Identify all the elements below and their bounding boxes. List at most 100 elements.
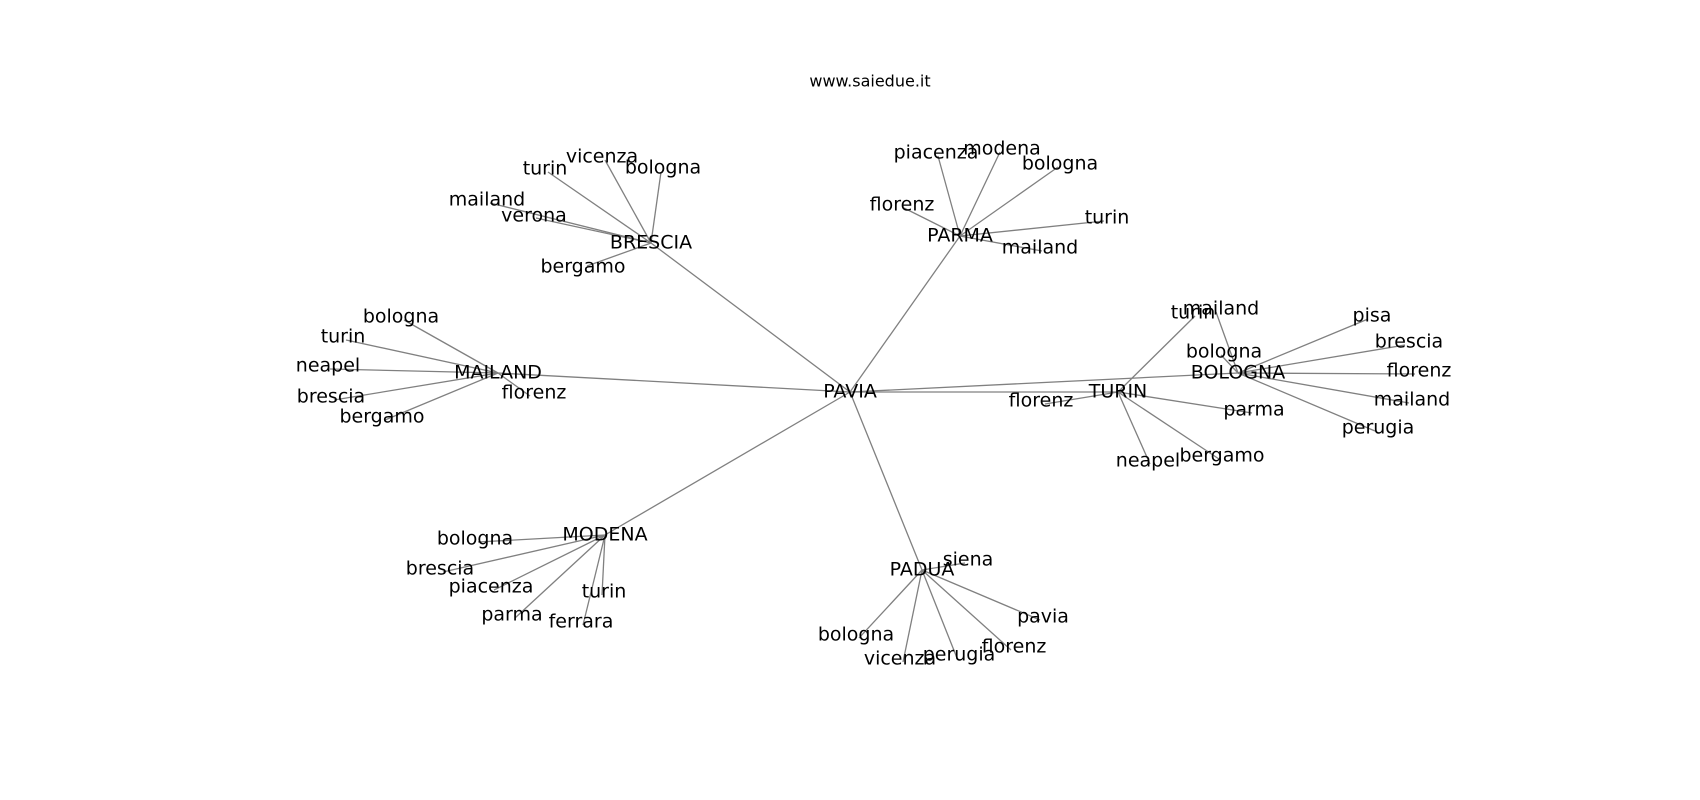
node-leaf-parma-florenz: florenz bbox=[870, 194, 935, 216]
edge-mailand-turin bbox=[345, 339, 499, 374]
node-hub-parma: PARMA bbox=[927, 225, 993, 247]
edge-mailand-neapel bbox=[329, 368, 499, 374]
edge-root-padua bbox=[849, 391, 923, 571]
node-leaf-brescia-mailand: mailand bbox=[449, 189, 525, 211]
node-leaf-mailand-neapel: neapel bbox=[296, 355, 360, 377]
edge-padua-perugia bbox=[921, 569, 958, 659]
node-leaf-turin-bergamo: bergamo bbox=[1179, 445, 1264, 467]
edge-modena-parma bbox=[514, 534, 606, 619]
node-leaf-parma-turin: turin bbox=[1085, 207, 1130, 229]
edge-mailand-bergamo bbox=[384, 372, 499, 421]
edge-root-mailand bbox=[497, 372, 851, 393]
node-leaf-parma-piacenza: piacenza bbox=[894, 142, 979, 164]
edge-turin-florenz bbox=[1044, 391, 1119, 405]
edge-brescia-vicenza bbox=[604, 159, 652, 244]
edge-brescia-bergamo bbox=[586, 242, 652, 267]
node-leaf-brescia-bergamo: bergamo bbox=[540, 256, 625, 278]
edge-root-brescia bbox=[650, 242, 851, 393]
edge-padua-pavia bbox=[921, 569, 1041, 621]
edge-bologna-perugia bbox=[1237, 372, 1376, 432]
node-leaf-bologna-perugia: perugia bbox=[1342, 417, 1415, 439]
node-leaf-mailand-brescia: brescia bbox=[297, 386, 365, 408]
node-leaf-mailand-bergamo: bergamo bbox=[339, 406, 424, 428]
node-hub-padua: PADUA bbox=[890, 559, 955, 581]
node-leaf-mailand-turin: turin bbox=[321, 326, 366, 348]
edge-mailand-brescia bbox=[333, 372, 499, 401]
edge-padua-bologna bbox=[858, 569, 923, 639]
node-leaf-padua-vicenza: vicenza bbox=[864, 648, 936, 670]
edge-brescia-bologna bbox=[650, 171, 662, 244]
edge-turin-turin bbox=[1117, 315, 1196, 393]
node-leaf-turin-neapel: neapel bbox=[1116, 450, 1180, 472]
edge-bologna-pisa bbox=[1237, 318, 1369, 374]
node-leaf-modena-bologna: bologna bbox=[437, 528, 513, 550]
node-leaf-brescia-verona: verona bbox=[501, 205, 567, 227]
node-leaf-bologna-mailand: mailand bbox=[1183, 298, 1259, 320]
node-leaf-parma-modena: modena bbox=[963, 138, 1041, 160]
edge-modena-turin bbox=[601, 534, 606, 596]
edge-root-parma bbox=[849, 235, 961, 393]
edge-mailand-bologna bbox=[403, 319, 499, 374]
node-hub-turin: TURIN bbox=[1088, 381, 1148, 403]
edge-parma-mailand bbox=[959, 235, 1043, 252]
edge-bologna-brescia bbox=[1237, 344, 1406, 374]
edge-modena-brescia bbox=[442, 534, 606, 573]
node-leaf-bologna-bologna: bologna bbox=[1186, 341, 1262, 363]
edge-brescia-turin bbox=[547, 171, 652, 244]
edge-padua-siena bbox=[921, 562, 966, 571]
node-hub-mailand: MAILAND bbox=[454, 362, 542, 384]
edge-bologna-mailand bbox=[1237, 372, 1410, 404]
node-hub-bologna: BOLOGNA bbox=[1191, 362, 1285, 384]
edge-layer bbox=[329, 151, 1416, 663]
edge-bologna-florenz bbox=[1237, 372, 1416, 375]
edge-modena-ferrara bbox=[582, 534, 606, 626]
edge-bologna-bologna bbox=[1220, 354, 1239, 374]
node-hub-brescia: BRESCIA bbox=[610, 232, 692, 254]
node-leaf-bologna-florenz: florenz bbox=[1387, 360, 1452, 382]
node-leaf-padua-pavia: pavia bbox=[1017, 606, 1069, 628]
edge-parma-florenz bbox=[903, 207, 961, 237]
edge-parma-modena bbox=[959, 151, 1001, 237]
node-leaf-turin-turin: turin bbox=[1171, 302, 1216, 324]
edge-modena-piacenza bbox=[493, 534, 606, 591]
edge-turin-bergamo bbox=[1117, 391, 1220, 460]
node-leaf-turin-parma: parma bbox=[1223, 399, 1284, 421]
node-leaf-brescia-vicenza: vicenza bbox=[566, 146, 638, 168]
node-leaf-modena-brescia: brescia bbox=[406, 558, 474, 580]
edge-root-bologna bbox=[849, 372, 1239, 393]
edge-brescia-mailand bbox=[489, 202, 652, 244]
diagram-title: www.saiedue.it bbox=[809, 72, 930, 91]
edge-brescia-verona bbox=[535, 217, 652, 244]
node-leaf-bologna-pisa: pisa bbox=[1353, 305, 1392, 327]
node-leaf-parma-bologna: bologna bbox=[1022, 153, 1098, 175]
node-leaf-padua-perugia: perugia bbox=[923, 644, 996, 666]
edge-parma-piacenza bbox=[937, 155, 961, 237]
node-leaf-turin-florenz: florenz bbox=[1009, 390, 1074, 412]
node-leaf-parma-mailand: mailand bbox=[1002, 237, 1078, 259]
edge-parma-bologna bbox=[959, 166, 1059, 237]
edge-mailand-florenz bbox=[497, 372, 531, 397]
node-leaf-padua-siena: siena bbox=[943, 549, 994, 571]
node-root-pavia: PAVIA bbox=[823, 381, 877, 403]
node-leaf-brescia-bologna: bologna bbox=[625, 157, 701, 179]
edge-turin-parma bbox=[1117, 391, 1253, 414]
node-leaf-modena-parma: parma bbox=[481, 604, 542, 626]
node-leaf-modena-ferrara: ferrara bbox=[549, 611, 614, 633]
node-leaf-padua-bologna: bologna bbox=[818, 624, 894, 646]
edge-bologna-mailand bbox=[1215, 311, 1239, 374]
edge-padua-florenz bbox=[921, 569, 1012, 651]
node-leaf-mailand-florenz: florenz bbox=[502, 382, 567, 404]
edge-turin-neapel bbox=[1117, 391, 1151, 465]
node-leaf-modena-turin: turin bbox=[582, 581, 627, 603]
node-leaf-mailand-bologna: bologna bbox=[363, 306, 439, 328]
edge-padua-vicenza bbox=[902, 569, 923, 663]
node-hub-modena: MODENA bbox=[562, 524, 647, 546]
node-leaf-modena-piacenza: piacenza bbox=[449, 576, 534, 598]
node-leaf-bologna-mailand: mailand bbox=[1374, 389, 1450, 411]
node-leaf-brescia-turin: turin bbox=[523, 158, 568, 180]
edge-modena-bologna bbox=[477, 534, 606, 543]
node-leaf-bologna-brescia: brescia bbox=[1375, 331, 1443, 353]
node-leaf-padua-florenz: florenz bbox=[982, 636, 1047, 658]
